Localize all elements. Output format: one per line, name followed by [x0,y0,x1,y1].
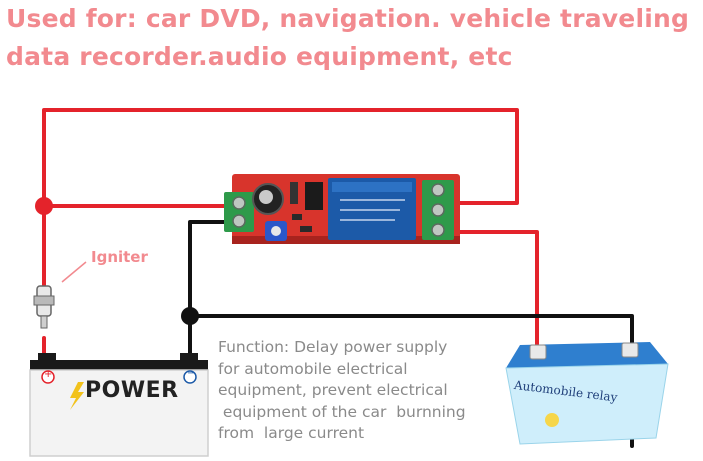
igniter-band [33,295,55,306]
relay-battery-terminal-positive [529,344,547,360]
headline-line-1: Used for: car DVD, navigation. vehicle t… [6,4,690,33]
battery-label: POWER [85,378,179,403]
power-battery [29,353,209,457]
junction-dot-positive [35,197,53,215]
function-line: Function: Delay power supply [218,338,448,356]
igniter-label: Igniter [91,248,148,266]
igniter-tip [40,315,48,329]
delay-relay-module [224,174,460,244]
lightning-icon [70,382,84,410]
positive-wires [42,108,539,360]
headline-line-2: data recorder.audio equipment, etc [6,42,513,71]
output-terminal-screw-3 [431,223,445,237]
battery-lid [30,360,208,372]
input-terminal-screw-1 [232,196,246,210]
battery-terminal-negative [180,353,198,363]
battery-minus-sign: − [187,368,196,379]
battery-plus-marker [41,370,55,384]
capacitor-top [259,190,273,204]
battery-minus-marker [183,370,197,384]
wire-top-loop [42,108,519,302]
junction-dot-negative [181,307,199,325]
battery-plus-sign: + [44,369,53,380]
output-terminal-screw-1 [431,183,445,197]
relay-cube-highlight [332,182,412,192]
timer-ic [305,182,323,210]
battery-body [29,369,209,457]
smd-part-1 [292,214,302,220]
input-terminal-block [224,192,254,232]
function-line: from large current [218,424,365,442]
function-description: Function: Delay power supply for automob… [218,337,466,445]
function-line: equipment of the car burnning [218,402,466,421]
diode [290,182,298,204]
igniter-icon [33,261,87,329]
potentiometer-knob [271,226,281,236]
input-terminal-screw-2 [232,214,246,228]
function-line: for automobile electrical [218,359,408,378]
relay-battery-terminal-negative [621,342,639,358]
battery-terminal-positive [38,353,56,363]
output-terminal-screw-2 [431,203,445,217]
function-line: equipment, prevent electrical [218,381,448,399]
wire-relay-to-load-positive [443,230,539,354]
relay-battery-front [505,363,669,445]
relay-cube [328,178,416,240]
sun-icon [545,413,559,427]
smd-part-2 [300,226,312,232]
automobile-relay-battery [505,342,669,445]
igniter-pointer [61,261,87,283]
